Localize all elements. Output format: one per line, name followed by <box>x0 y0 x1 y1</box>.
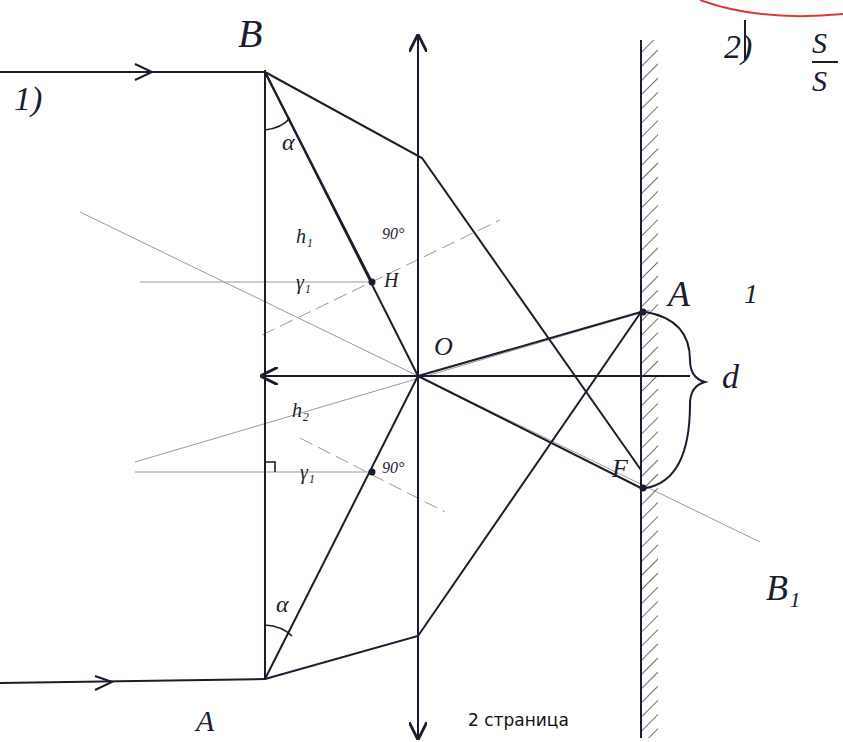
point-label: 2) <box>724 30 752 64</box>
point-label: B <box>238 14 262 54</box>
point-label: H <box>384 270 398 290</box>
point-label: h₁ <box>296 226 313 246</box>
rays <box>265 72 641 679</box>
point-label: d <box>722 360 739 394</box>
point-label: A <box>196 706 214 736</box>
mirror-hatch <box>642 40 658 738</box>
point-label: A <box>668 276 690 312</box>
point-label: α <box>276 592 289 616</box>
optical-axis <box>262 375 690 377</box>
point-label: h₂ <box>292 400 309 420</box>
point-label: 90° <box>382 226 404 242</box>
point-label: 90° <box>382 460 404 476</box>
red-mark <box>700 0 843 16</box>
point-label: O <box>434 334 453 360</box>
page-caption: 2 страница <box>468 712 569 729</box>
point-label: α <box>282 130 295 154</box>
mirror <box>640 40 642 738</box>
point-label: 1) <box>14 82 42 116</box>
point-label: S <box>812 28 827 58</box>
point-label: S <box>812 66 827 96</box>
point-label: γ₁ <box>300 462 315 482</box>
point-label: 1 <box>744 280 758 308</box>
fraction-bar <box>812 61 838 63</box>
bracket <box>646 312 705 488</box>
point-label: B₁ <box>766 570 801 606</box>
point-label: F <box>612 456 628 482</box>
lens <box>417 36 419 738</box>
point-label: γ₁ <box>296 272 311 292</box>
